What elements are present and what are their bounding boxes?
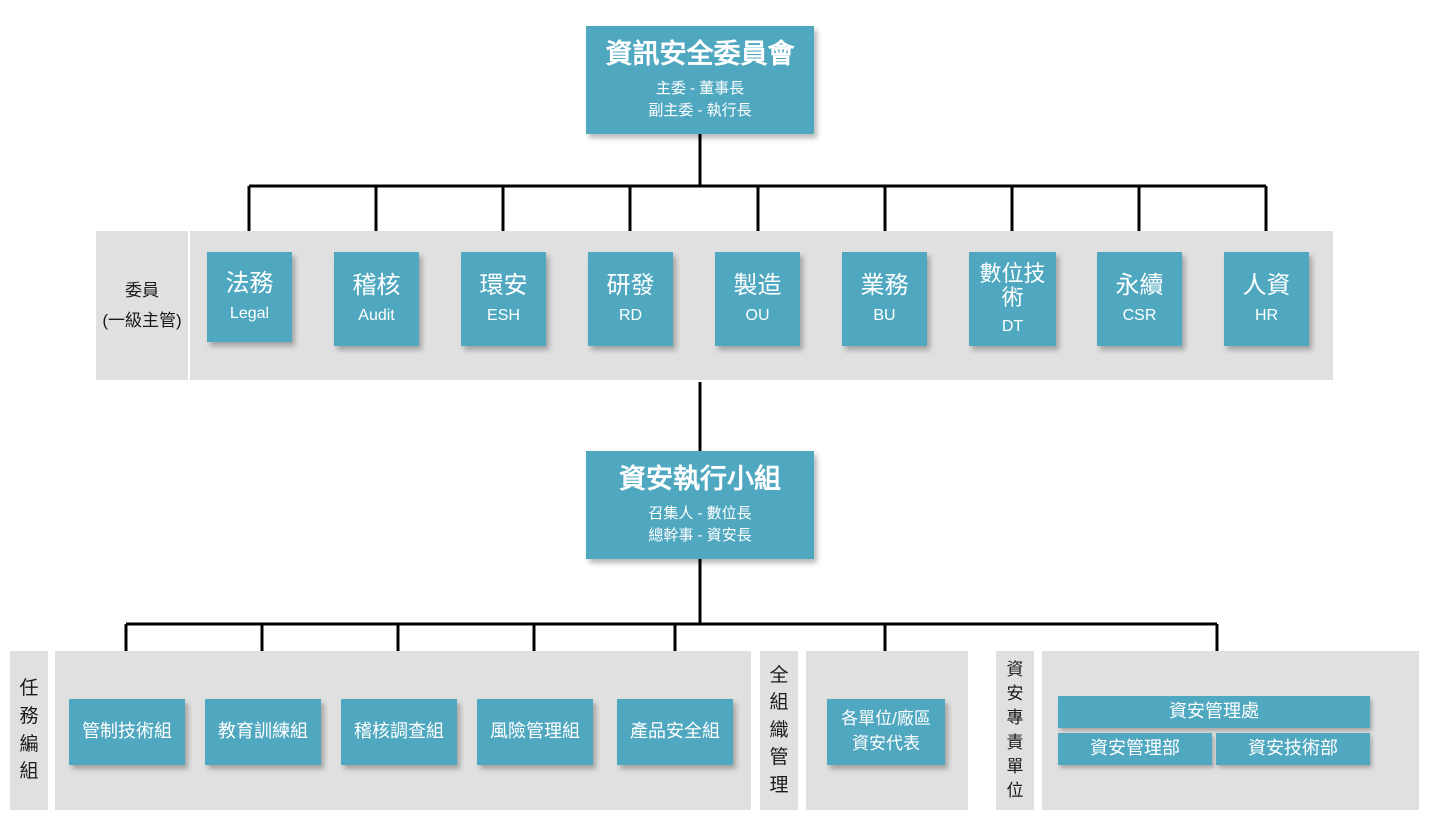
node-security-execution-team[interactable]: 資安執行小組 召集人 - 數位長 總幹事 - 資安長 — [586, 451, 814, 559]
member-name-en: Legal — [229, 305, 270, 323]
node-subtitle-vice-chair: 副主委 - 執行長 — [648, 101, 752, 119]
member-name-cn: 法務 — [225, 269, 274, 297]
committee-member-audit[interactable]: 稽核 Audit — [334, 252, 419, 346]
task-group-label-char: 組 — [19, 761, 39, 783]
member-name-en: OU — [745, 307, 770, 325]
security-management-department[interactable]: 資安管理部 — [1058, 733, 1212, 765]
committee-member-bu[interactable]: 業務 BU — [842, 252, 927, 346]
member-name-cn: 業務 — [860, 271, 909, 299]
task-group-label: 任 務 編 組 — [10, 651, 48, 810]
node-subtitle-secretary: 總幹事 - 資安長 — [648, 526, 752, 544]
member-name-cn: 永續 — [1115, 271, 1164, 299]
member-name-en: RD — [618, 307, 643, 325]
security-management-division[interactable]: 資安管理處 — [1058, 696, 1370, 728]
member-name-cn: 環安 — [479, 271, 528, 299]
committee-label-line-1: 委員 — [125, 280, 159, 300]
task-group-education-training[interactable]: 教育訓練組 — [205, 699, 321, 765]
division-name: 資安管理處 — [1169, 701, 1259, 722]
member-name-en: CSR — [1122, 307, 1157, 325]
dedicated-unit-panel — [1042, 651, 1419, 810]
department-name: 資安技術部 — [1248, 738, 1338, 759]
dedicated-unit-label: 資 安 專 責 單 位 — [996, 651, 1034, 810]
committee-member-ou[interactable]: 製造 OU — [715, 252, 800, 346]
task-group-name: 管制技術組 — [82, 721, 172, 742]
node-information-security-committee[interactable]: 資訊安全委員會 主委 - 董事長 副主委 - 執行長 — [586, 26, 814, 134]
dedicated-unit-label-char: 專 — [1006, 708, 1024, 728]
node-title: 資訊安全委員會 — [605, 38, 795, 69]
member-name-cn: 稽核 — [352, 271, 401, 299]
task-group-name: 產品安全組 — [630, 721, 720, 742]
representative-line-1: 各單位/廠區 — [841, 709, 931, 729]
task-group-name: 稽核調查組 — [354, 721, 444, 742]
member-name-en: Audit — [358, 307, 395, 325]
task-group-product-security[interactable]: 產品安全組 — [617, 699, 733, 765]
committee-member-rd[interactable]: 研發 RD — [588, 252, 673, 346]
dedicated-unit-label-char: 單 — [1006, 756, 1024, 776]
member-name-en: ESH — [487, 307, 520, 325]
member-name-cn: 研發 — [606, 271, 655, 299]
node-subtitle-chair: 主委 - 董事長 — [655, 79, 745, 97]
task-group-label-char: 編 — [19, 733, 39, 755]
task-group-name: 教育訓練組 — [218, 721, 308, 742]
dedicated-unit-label-char: 安 — [1006, 684, 1024, 704]
member-name-en: BU — [873, 307, 896, 325]
org-wide-label-char: 全 — [769, 664, 789, 686]
member-name-cn: 數位技術 — [979, 260, 1046, 310]
member-name-en: DT — [1001, 318, 1024, 336]
org-wide-label-char: 管 — [769, 747, 789, 769]
committee-member-hr[interactable]: 人資 HR — [1224, 252, 1309, 346]
representative-line-2: 資安代表 — [852, 734, 920, 753]
member-name-cn: 人資 — [1242, 271, 1291, 299]
committee-row-label: 委員 (一級主管) — [96, 231, 188, 380]
task-group-risk-management[interactable]: 風險管理組 — [477, 699, 593, 765]
node-subtitle-convener: 召集人 - 數位長 — [648, 504, 752, 522]
org-wide-label-char: 理 — [769, 774, 789, 796]
dedicated-unit-label-char: 責 — [1006, 732, 1024, 752]
dedicated-unit-label-char: 資 — [1006, 660, 1024, 680]
task-group-name: 風險管理組 — [490, 721, 580, 742]
task-group-audit-investigation[interactable]: 稽核調查組 — [341, 699, 457, 765]
org-wide-label-char: 組 — [769, 692, 789, 714]
member-name-en: HR — [1254, 307, 1279, 325]
committee-member-legal[interactable]: 法務 Legal — [207, 252, 292, 342]
member-name-cn: 製造 — [733, 271, 782, 299]
unit-site-security-representative[interactable]: 各單位/廠區 資安代表 — [827, 699, 945, 765]
task-group-control-technology[interactable]: 管制技術組 — [69, 699, 185, 765]
security-technology-department[interactable]: 資安技術部 — [1216, 733, 1370, 765]
task-group-label-char: 務 — [19, 705, 39, 727]
committee-member-dt[interactable]: 數位技術 DT — [969, 252, 1056, 346]
committee-label-line-2: (一級主管) — [102, 310, 182, 330]
node-title: 資安執行小組 — [619, 463, 781, 494]
department-name: 資安管理部 — [1090, 738, 1180, 759]
committee-member-csr[interactable]: 永續 CSR — [1097, 252, 1182, 346]
committee-member-esh[interactable]: 環安 ESH — [461, 252, 546, 346]
dedicated-unit-label-char: 位 — [1006, 780, 1024, 800]
org-wide-label-char: 織 — [769, 719, 789, 741]
task-group-label-char: 任 — [19, 678, 39, 700]
org-wide-label: 全 組 織 管 理 — [760, 651, 798, 810]
